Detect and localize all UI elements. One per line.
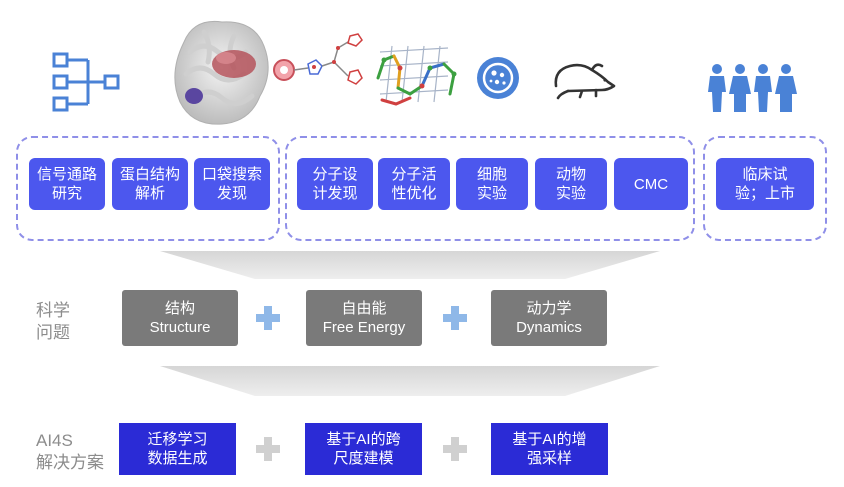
ai-transfer-learning: 迁移学习 数据生成: [119, 423, 236, 475]
stage-cell-experiment: 细胞 实验: [456, 158, 528, 210]
science-dynamics: 动力学 Dynamics: [491, 290, 607, 346]
stage-cmc: CMC: [614, 158, 688, 210]
plus-icon: [256, 437, 280, 461]
stage-molecule-design: 分子设 计发现: [297, 158, 373, 210]
protein-structure-icon: [174, 20, 269, 125]
preclinical-group-frame: [285, 136, 695, 241]
stage-clinical-trial: 临床试 验；上市: [716, 158, 814, 210]
ai-multiscale-modeling: 基于AI的跨 尺度建模: [305, 423, 422, 475]
mouse-icon: [554, 63, 616, 100]
plus-icon: [443, 437, 467, 461]
plus-icon: [256, 306, 280, 330]
plus-icon: [443, 306, 467, 330]
science-structure: 结构 Structure: [122, 290, 238, 346]
stage-activity-optimization: 分子活 性优化: [378, 158, 450, 210]
network-tree-icon: [52, 52, 120, 112]
science-free-energy: 自由能 Free Energy: [306, 290, 422, 346]
ai-row-label: AI4S 解决方案: [36, 431, 104, 472]
clinical-group-frame: [703, 136, 827, 241]
funnel-arrow-top: [160, 251, 660, 279]
people-icon: [708, 64, 797, 112]
cell-icon: [477, 57, 519, 99]
stage-protein-structure: 蛋白结构 解析: [112, 158, 188, 210]
stage-animal-experiment: 动物 实验: [535, 158, 607, 210]
stage-pocket-search: 口袋搜索 发现: [194, 158, 270, 210]
ai-enhanced-sampling: 基于AI的增 强采样: [491, 423, 608, 475]
crystal-lattice-icon: [376, 45, 457, 106]
stage-signal-pathway: 信号通路 研究: [29, 158, 105, 210]
science-row-label: 科学 问题: [36, 301, 70, 342]
research-group-frame: [16, 136, 280, 241]
molecule-icon: [273, 33, 363, 85]
funnel-arrow-bottom: [160, 366, 660, 396]
